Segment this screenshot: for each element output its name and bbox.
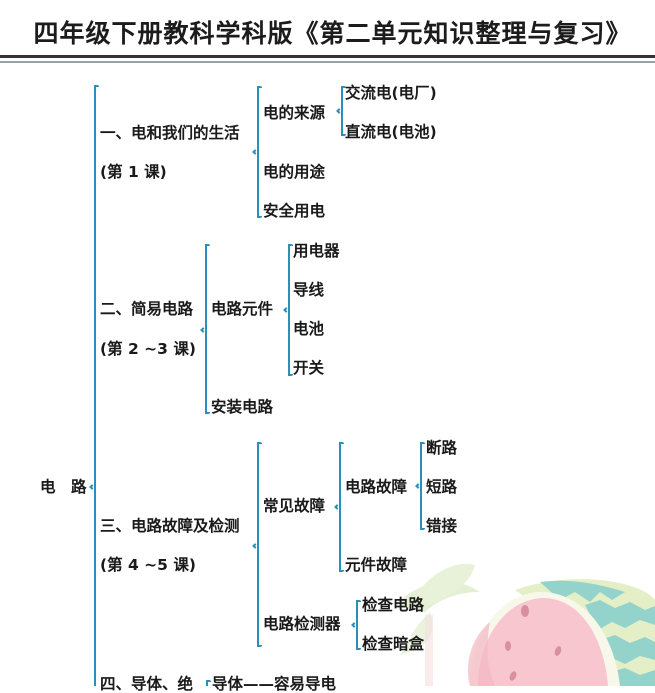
title-divider xyxy=(0,55,655,58)
circuit-fault-bracket xyxy=(415,442,425,530)
section-1-lesson: (第 1 课) xyxy=(100,163,167,181)
circuit-tester-bracket xyxy=(351,600,361,650)
leaf-dc-power: 直流电(电池) xyxy=(345,123,437,141)
node-install-circuit: 安装电路 xyxy=(211,398,274,416)
common-faults-bracket xyxy=(334,442,344,572)
section-4-bracket xyxy=(206,680,211,686)
section-3-bracket xyxy=(252,442,262,647)
node-circuit-fault: 电路故障 xyxy=(345,478,408,496)
section-1-bracket xyxy=(252,86,262,218)
node-component-fault: 元件故障 xyxy=(345,556,408,574)
leaf-short-circuit: 短路 xyxy=(426,478,458,496)
root-bracket xyxy=(89,85,99,686)
title-divider-thin xyxy=(0,61,655,63)
electric-source-bracket xyxy=(336,86,346,136)
leaf-appliance: 用电器 xyxy=(293,242,340,260)
node-electric-source: 电的来源 xyxy=(263,104,326,122)
node-electric-safety: 安全用电 xyxy=(263,202,326,220)
section-2-bracket xyxy=(200,244,210,414)
leaf-wrong-connection: 错接 xyxy=(426,517,458,535)
section-2-lesson: (第 2 ~3 课) xyxy=(100,340,196,358)
node-conductor: 导体——容易导电 xyxy=(212,675,337,693)
node-circuit-components: 电路元件 xyxy=(211,300,274,318)
node-electric-use: 电的用途 xyxy=(263,163,326,181)
section-1-label: 一、电和我们的生活 xyxy=(100,124,240,142)
leaf-check-circuit: 检查电路 xyxy=(362,596,425,614)
leaf-check-black-box: 检查暗盒 xyxy=(362,635,425,653)
node-common-faults: 常见故障 xyxy=(263,497,326,515)
components-bracket xyxy=(283,244,293,376)
section-3-label: 三、电路故障及检测 xyxy=(100,517,240,535)
section-2-label: 二、简易电路 xyxy=(100,300,194,318)
page-title: 四年级下册教科学科版《第二单元知识整理与复习》 xyxy=(33,19,632,48)
leaf-switch: 开关 xyxy=(293,359,325,377)
leaf-ac-power: 交流电(电厂) xyxy=(345,84,437,102)
node-circuit-tester: 电路检测器 xyxy=(263,615,341,633)
section-3-lesson: (第 4 ~5 课) xyxy=(100,556,196,574)
leaf-battery: 电池 xyxy=(293,320,325,338)
leaf-open-circuit: 断路 xyxy=(426,439,458,457)
leaf-wire: 导线 xyxy=(293,281,325,299)
section-4-label: 四、导体、绝 xyxy=(100,675,194,693)
root-node: 电 路 xyxy=(40,478,87,496)
